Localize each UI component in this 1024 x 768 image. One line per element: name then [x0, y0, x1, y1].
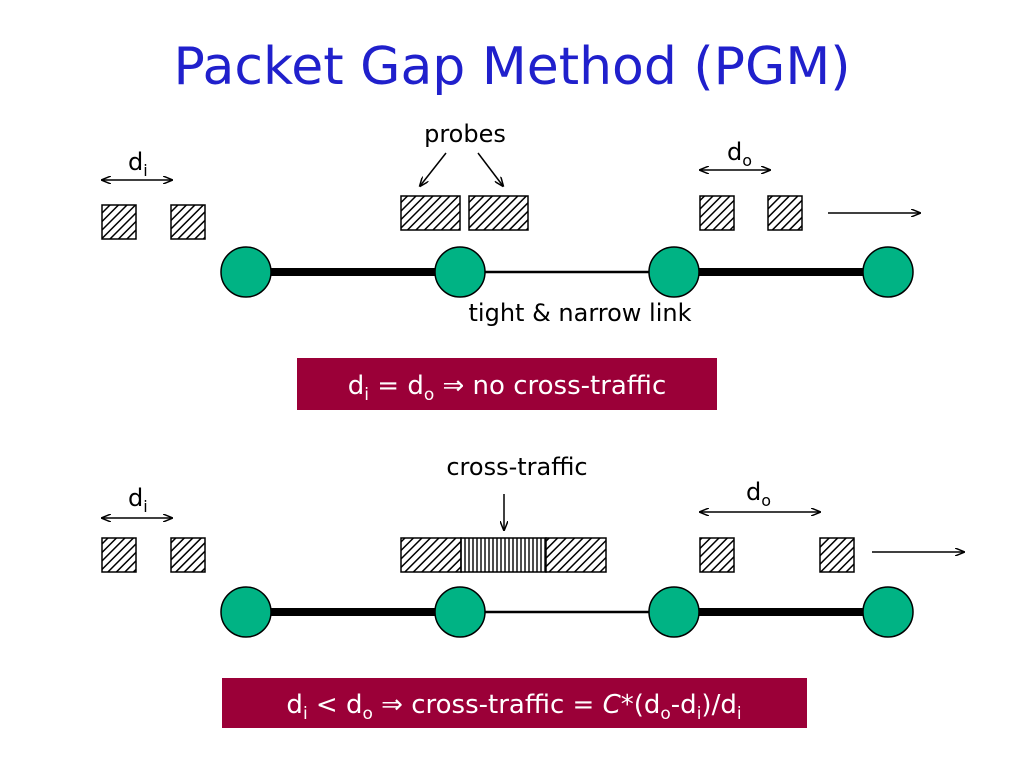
bottom-output-packet-2 [819, 537, 855, 573]
top-probes-label: probes [424, 120, 506, 148]
top-formula-box [297, 358, 717, 410]
top-input-packet-2 [170, 204, 206, 240]
top-node-4 [862, 246, 914, 298]
bottom-probe-packet-1 [400, 537, 462, 573]
top-node-3 [648, 246, 700, 298]
bottom-di-label: di [128, 484, 148, 516]
bottom-formula-box [222, 678, 807, 728]
bottom-input-packet-2 [170, 537, 206, 573]
bottom-node-4 [862, 586, 914, 638]
bottom-cross-traffic-packet [460, 537, 547, 573]
top-probe-arrow-right [477, 152, 503, 186]
top-di-label: di [128, 148, 148, 180]
top-output-packet-2 [767, 195, 803, 231]
bottom-diagram: di cross-traffic do di < do ⇒ cross-tra [102, 453, 964, 728]
top-do-label: do [727, 138, 752, 170]
top-probe-packet-2 [468, 195, 529, 231]
bottom-probe-packet-2 [545, 537, 607, 573]
bottom-do-label: do [746, 478, 771, 510]
top-link-label: tight & narrow link [469, 299, 692, 327]
top-input-packet-1 [101, 204, 137, 240]
top-diagram: di probes do tight & narrow link [102, 120, 920, 410]
bottom-formula-text: di < do ⇒ cross-traffic = C*(do-di)/di [286, 690, 741, 724]
bottom-cross-traffic-label: cross-traffic [446, 453, 587, 481]
top-probe-arrow-left [420, 152, 447, 186]
bottom-input-packet-1 [101, 537, 137, 573]
top-node-1 [220, 246, 272, 298]
top-formula-text: di = do ⇒ no cross-traffic [348, 371, 667, 405]
top-node-2 [434, 246, 486, 298]
bottom-node-1 [220, 586, 272, 638]
top-probe-packet-1 [400, 195, 461, 231]
top-output-packet-1 [699, 195, 735, 231]
bottom-node-3 [648, 586, 700, 638]
bottom-node-2 [434, 586, 486, 638]
slide-title: Packet Gap Method (PGM) [174, 37, 851, 97]
bottom-output-packet-1 [699, 537, 735, 573]
